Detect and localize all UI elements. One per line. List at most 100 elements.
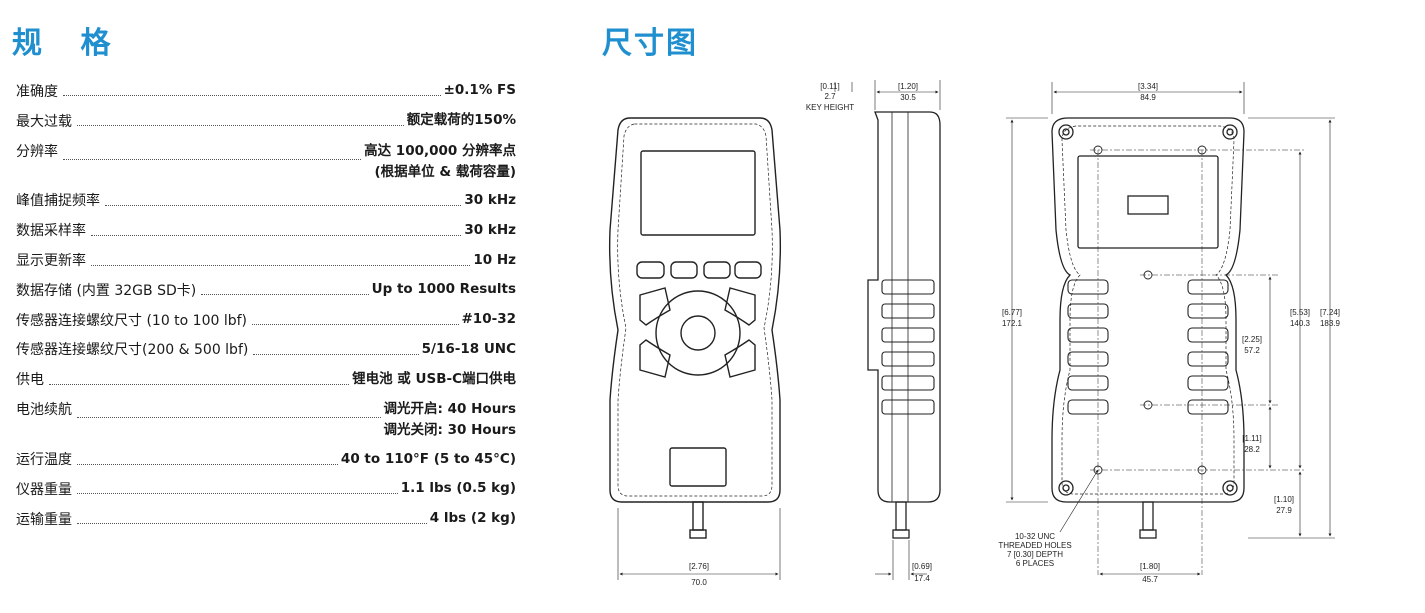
- spec-row-overload: 最大过载 额定载荷的150%: [16, 106, 516, 136]
- hole-pitch-in: [1.80]: [1140, 562, 1160, 571]
- dot-leader: [77, 417, 381, 419]
- dot-leader: [105, 204, 462, 206]
- spec-label: 最大过载: [16, 113, 72, 130]
- hole-span-mm: 140.3: [1290, 319, 1311, 328]
- side-view: [867, 111, 941, 539]
- spec-value: 40 to 110°F (5 to 45°C): [340, 450, 516, 467]
- overall-height-in: [7.24]: [1320, 308, 1340, 317]
- dot-leader: [91, 234, 462, 236]
- dot-leader: [91, 264, 471, 266]
- spec-row-accuracy: 准确度 ±0.1% FS: [16, 76, 516, 106]
- low-span-mm: 28.2: [1244, 445, 1260, 454]
- dot-leader: [253, 353, 419, 355]
- spec-row-instrument-weight: 仪器重量 1.1 lbs (0.5 kg): [16, 474, 516, 504]
- spec-row-shipping-weight: 运输重量 4 lbs (2 kg): [16, 504, 516, 534]
- dot-leader: [77, 463, 338, 465]
- key-height-in: [0.11]: [820, 82, 839, 91]
- dimension-drawing: [2.76] 70.0 [0.11] 2.7 KEY HEIGHT [1.20]…: [608, 80, 1341, 587]
- spec-value: #10-32: [461, 311, 517, 328]
- spec-label: 供电: [16, 372, 44, 389]
- spec-value: 额定载荷的150%: [406, 112, 516, 129]
- bottom-mm: 27.9: [1276, 506, 1292, 515]
- spec-label: 数据采样率: [16, 223, 86, 240]
- spec-label: 运行温度: [16, 452, 72, 469]
- bottom-in: [1.10]: [1274, 495, 1294, 504]
- dot-leader: [252, 324, 459, 326]
- back-width-mm: 84.9: [1140, 93, 1156, 102]
- dimensions-heading: 尺寸图: [602, 26, 698, 61]
- spec-list: 准确度 ±0.1% FS 最大过载 额定载荷的150% 分辨率 高达 100,0…: [16, 76, 516, 534]
- spec-row-display-rate: 显示更新率 10 Hz: [16, 245, 516, 275]
- spec-row-storage: 数据存储 (内置 32GB SD卡) Up to 1000 Results: [16, 275, 516, 305]
- dot-leader: [77, 493, 398, 495]
- low-span-in: [1.11]: [1242, 434, 1261, 443]
- spec-value-line2: 调光关闭: 30 Hours: [383, 422, 516, 439]
- spec-value: 调光开启: 40 Hours 调光关闭: 30 Hours: [384, 399, 516, 441]
- mid-span-in: [2.25]: [1242, 335, 1262, 344]
- side-base-mm: 17.4: [914, 574, 930, 583]
- side-depth-mm: 30.5: [900, 93, 916, 102]
- dot-leader: [63, 158, 362, 160]
- back-height-in: [6.77]: [1002, 308, 1022, 317]
- spec-label: 峰值捕捉频率: [16, 193, 100, 210]
- spec-value-line1: 调光开启: 40 Hours: [383, 401, 516, 418]
- side-depth-in: [1.20]: [898, 82, 918, 91]
- holes-note-2: THREADED HOLES: [998, 541, 1071, 550]
- spec-row-thread-small: 传感器连接螺纹尺寸 (10 to 100 lbf) #10-32: [16, 305, 516, 335]
- spec-label: 运输重量: [16, 511, 72, 528]
- holes-note-4: 6 PLACES: [1016, 559, 1054, 568]
- key-height-mm: 2.7: [824, 92, 836, 101]
- spec-value: ±0.1% FS: [443, 82, 516, 99]
- holes-note-3: 7 [0.30] DEPTH: [1007, 550, 1063, 559]
- hole-pitch-mm: 45.7: [1142, 575, 1158, 584]
- dot-leader: [77, 523, 427, 525]
- spec-value: 4 lbs (2 kg): [429, 510, 516, 527]
- front-width-dim: [2.76] 70.0: [617, 508, 781, 587]
- spec-row-sample-rate: 数据采样率 30 kHz: [16, 215, 516, 245]
- spec-value: 10 Hz: [473, 251, 516, 268]
- spec-value-line1: 高达 100,000 分辨率点: [364, 142, 516, 159]
- front-width-mm: 70.0: [691, 578, 707, 587]
- spec-row-peak-capture: 峰值捕捉频率 30 kHz: [16, 186, 516, 216]
- spec-value: 30 kHz: [464, 221, 516, 238]
- overall-height-mm: 183.9: [1320, 319, 1341, 328]
- dot-leader: [201, 294, 369, 296]
- spec-label: 显示更新率: [16, 253, 86, 270]
- spec-row-thread-large: 传感器连接螺纹尺寸(200 & 500 lbf) 5/16-18 UNC: [16, 335, 516, 365]
- back-width-in: [3.34]: [1138, 82, 1158, 91]
- spec-value: 1.1 lbs (0.5 kg): [400, 480, 516, 497]
- front-width-in: [2.76]: [689, 562, 709, 571]
- spec-label: 传感器连接螺纹尺寸 (10 to 100 lbf): [16, 312, 248, 329]
- back-height-mm: 172.1: [1002, 319, 1023, 328]
- spec-row-battery-life: 电池续航 调光开启: 40 Hours 调光关闭: 30 Hours: [16, 394, 516, 444]
- dot-leader: [63, 95, 441, 97]
- spec-value-line2: (根据单位 & 载荷容量): [374, 163, 516, 180]
- hole-span-in: [5.53]: [1290, 308, 1310, 317]
- spec-value: Up to 1000 Results: [371, 281, 516, 298]
- spec-value: 30 kHz: [464, 191, 516, 208]
- spec-value: 高达 100,000 分辨率点 (根据单位 & 载荷容量): [364, 141, 516, 183]
- spec-label: 传感器连接螺纹尺寸(200 & 500 lbf): [16, 342, 249, 359]
- mid-span-mm: 57.2: [1244, 346, 1260, 355]
- spec-label: 分辨率: [16, 143, 58, 160]
- side-base-in: [0.69]: [912, 562, 932, 571]
- dot-leader: [49, 383, 350, 385]
- spec-row-operating-temp: 运行温度 40 to 110°F (5 to 45°C): [16, 444, 516, 474]
- spec-label: 仪器重量: [16, 481, 72, 498]
- spec-label: 数据存储 (内置 32GB SD卡): [16, 282, 197, 299]
- back-holes: [1090, 145, 1305, 575]
- front-view: [608, 117, 782, 539]
- holes-note-1: 10-32 UNC: [1015, 532, 1055, 541]
- spec-value: 锂电池 或 USB-C端口供电: [352, 370, 516, 387]
- back-dims: [3.34] 84.9 [6.77] 172.1 [7.24] 183.9 [5…: [998, 82, 1341, 584]
- spec-row-power: 供电 锂电池 或 USB-C端口供电: [16, 364, 516, 394]
- spec-row-resolution: 分辨率 高达 100,000 分辨率点 (根据单位 & 载荷容量): [16, 136, 516, 186]
- side-dims: [0.11] 2.7 KEY HEIGHT [1.20] 30.5 [0.69]…: [806, 80, 941, 583]
- back-view: [1051, 117, 1245, 539]
- dot-leader: [77, 125, 404, 127]
- specifications-heading: 规 格: [12, 26, 125, 61]
- key-height-label: KEY HEIGHT: [806, 103, 854, 112]
- spec-label: 准确度: [16, 83, 58, 100]
- spec-label: 电池续航: [16, 402, 72, 419]
- spec-value: 5/16-18 UNC: [421, 340, 516, 357]
